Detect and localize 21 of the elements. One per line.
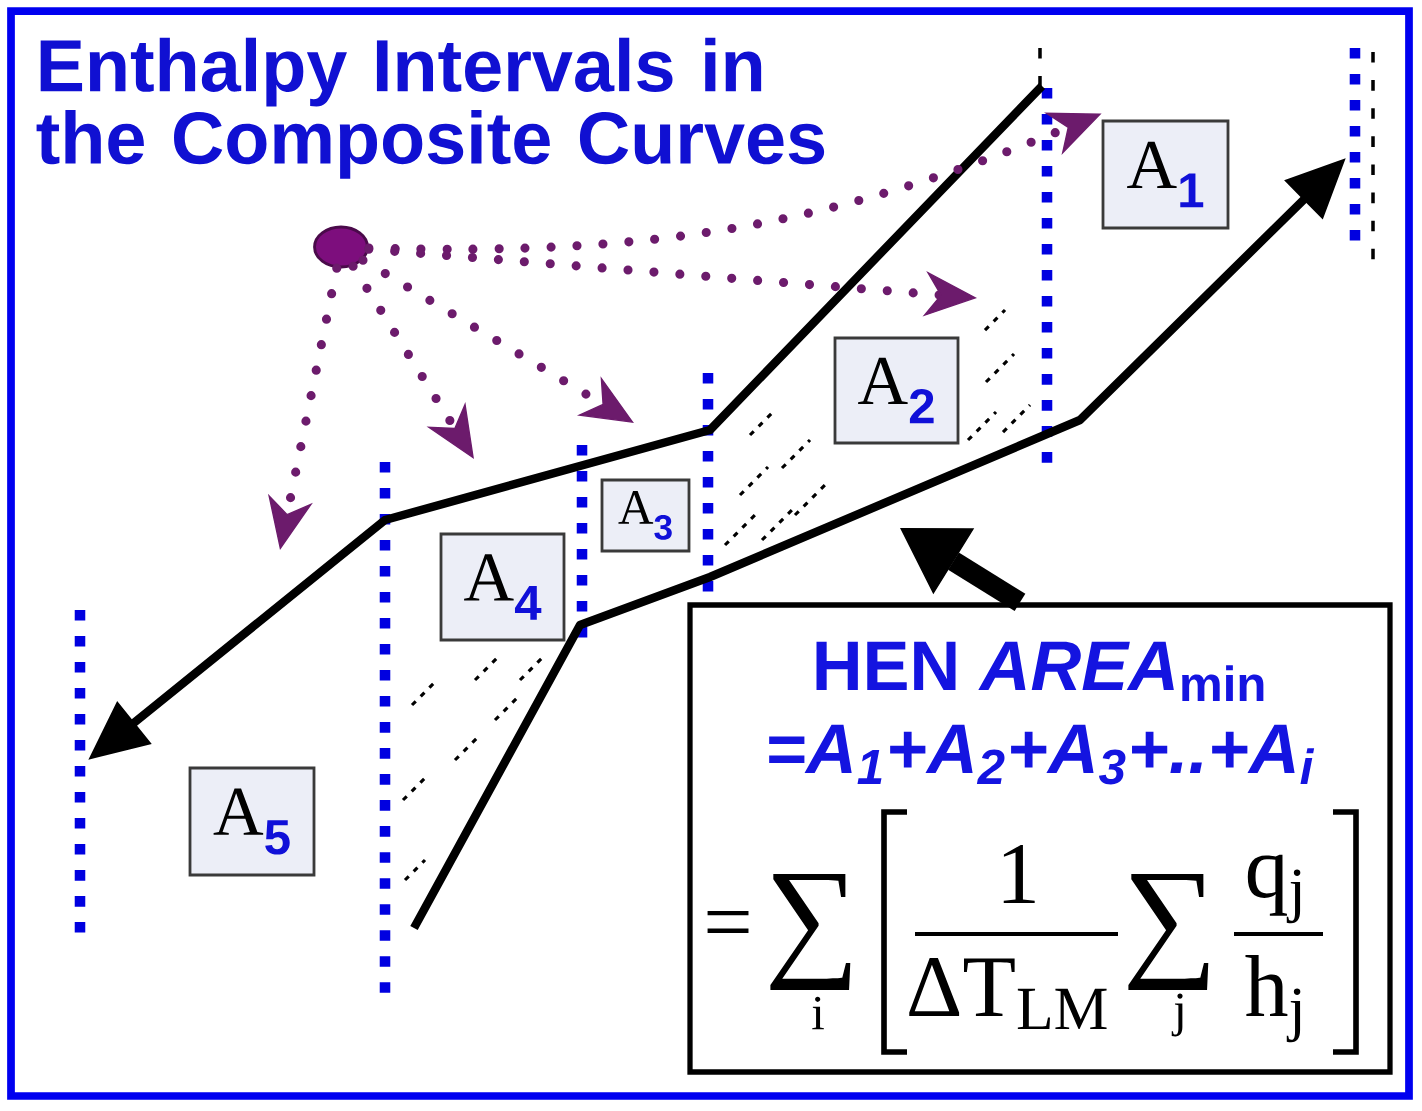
formula-text: = [707,910,749,933]
area-label-box: A$_{4}$ [439,532,566,642]
formula-index: i [812,996,824,1030]
area-label-box: A$_{2}$ [833,336,960,445]
formula-text: 1 [1003,845,1035,903]
heading: HEN AREA$_{min}$ [816,641,1264,701]
formula-text: ΔT$_{LM}$ [909,958,1107,1030]
area-label-box: A$_{3}$ [600,478,691,553]
sum-sign: ∑ [1128,874,1209,990]
equation-text: =A$_{1}$+A$_{2}$+A$_{3}$+..+A$_{i}$ [769,724,1315,785]
formula-index: j [1171,993,1183,1037]
area-label-box: A$_{5}$ [188,766,316,877]
arrow [900,528,1026,611]
formula-text: q$_{j}$ [1247,854,1301,924]
sum-sign: ∑ [770,874,851,990]
dotted-arrow [348,261,474,459]
title: Enthalpy Intervals in the Composite Curves [36,37,825,179]
dotted-arrow [358,255,634,423]
area-label-box: A$_{1}$ [1101,119,1230,230]
dot [313,225,369,269]
formula-text: h$_{j}$ [1245,955,1301,1043]
